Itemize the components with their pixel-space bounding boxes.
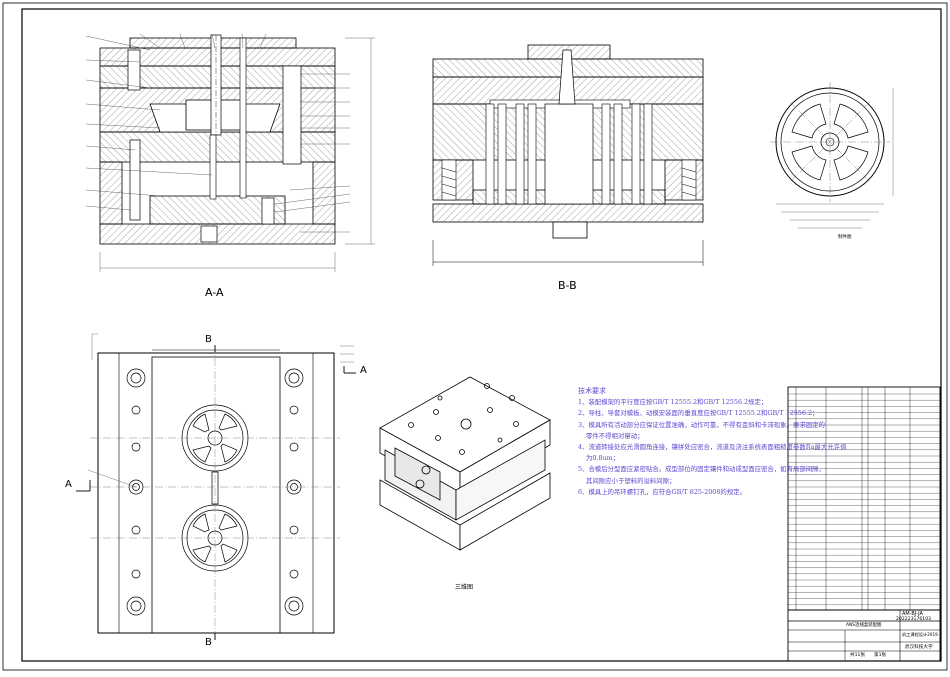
technical-notes: 技术要求 1、装配模架的平行度应按GB/T 12555.2和GB/T 12556… — [578, 386, 847, 498]
plan-view — [76, 333, 356, 640]
tech-note-line: 零件不得相对窜动； — [586, 431, 644, 440]
sheet-total: 共11张 — [850, 653, 866, 658]
tech-note-line: 其间隙应小于塑料的溢料间隙； — [586, 476, 676, 485]
part-drawing-view — [770, 82, 894, 229]
section-aa-label: A-A — [205, 286, 224, 299]
assembly-title: ANS连线盒装配图 — [846, 623, 882, 628]
tech-note-line: 3、模具所有活动部分应保证位置准确，动作可靠，不得有歪斜和卡滞现象。要求固定的 — [578, 420, 825, 429]
inner-border — [21, 8, 942, 662]
cut-marker-b-top: B — [205, 334, 212, 345]
tech-note-line: 6、模具上的吊环螺钉孔，应符合GB/T 825-2008的规定。 — [578, 487, 746, 496]
section-bb-label: B-B — [558, 279, 577, 292]
cut-marker-a-right: A — [360, 365, 367, 376]
section-aa-view — [85, 33, 375, 272]
tech-note-line: 1、装配模架的平行度应按GB/T 12555.2和GB/T 12556.2规定； — [578, 398, 768, 407]
sheet-number: 第1张 — [874, 653, 887, 658]
cut-marker-b-bottom: B — [205, 637, 212, 648]
school-name: 武汉科技大学 — [905, 645, 933, 650]
drawing-category: 机工课程设计2019 — [902, 632, 938, 637]
tech-notes-title: 技术要求 — [578, 387, 606, 395]
tech-note-line: 4、流道转接处应光滑圆角连接，镶拼处应密合，流道及浇注系统表面粗糙度参数Ra最大… — [578, 443, 847, 452]
section-bb-view — [432, 44, 704, 266]
tech-note-line: 5、合模后分型面应紧密贴合。成型部位的固定镶件和动成型面应密合，如有局部间隙， — [578, 465, 825, 474]
title-block-grid — [787, 386, 941, 662]
drawing-number: AM-BJ-JA — [902, 611, 923, 617]
student-number: 202223176103 — [896, 617, 932, 622]
part-caption: 制件图 — [838, 235, 852, 240]
tech-note-line: 2、导柱、导套对模板、动模安装面的垂直度应按GB/T 12555.2和GB/T … — [578, 409, 819, 418]
cut-marker-a-left: A — [65, 479, 72, 490]
isometric-view — [379, 376, 551, 551]
tech-note-line: 为0.8um； — [586, 454, 620, 463]
iso-caption: 三维图 — [455, 584, 474, 591]
